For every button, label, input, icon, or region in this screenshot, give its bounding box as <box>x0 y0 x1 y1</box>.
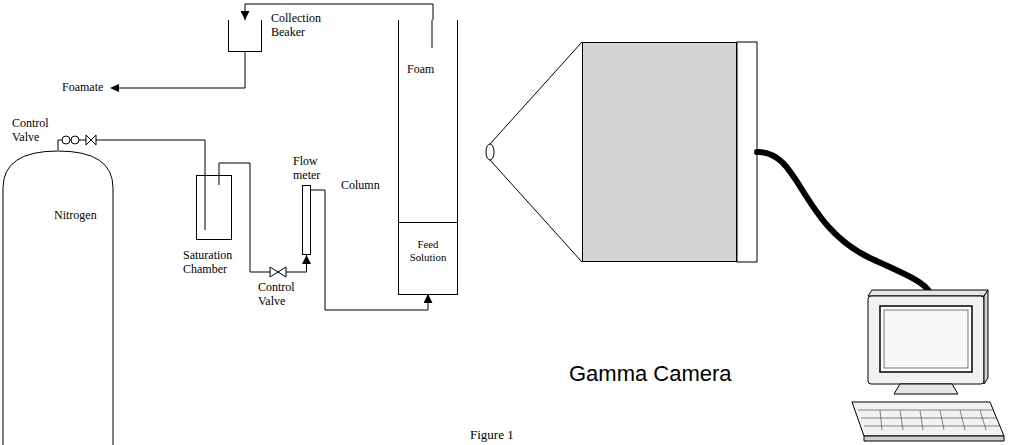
outlet-tube <box>219 175 220 185</box>
camera-cable <box>757 152 930 293</box>
valve-symbol <box>62 136 70 144</box>
computer-icon <box>852 290 1004 441</box>
foam-column: ColumnFoamFeed Solution <box>398 20 458 295</box>
valve-symbol <box>270 267 286 277</box>
valve-symbol <box>71 136 79 144</box>
flow-meter: Flow meter <box>302 185 311 255</box>
valve-label: Control Valve <box>12 116 60 145</box>
figure-caption: Figure 1 <box>470 427 514 443</box>
valve-label: Control Valve <box>258 280 306 309</box>
dip-tube <box>205 175 206 230</box>
arrow-head <box>110 84 119 92</box>
foam-section: Foam <box>399 20 457 222</box>
outlet-label: Foamate <box>62 80 103 94</box>
gamma-camera: Gamma Camera <box>582 42 737 262</box>
node-label: Collection Beaker <box>271 11 333 40</box>
pipe-connector <box>311 190 428 310</box>
valve-symbol <box>86 135 96 145</box>
collimator-aperture <box>486 144 494 160</box>
node-label: Feed Solution <box>399 238 457 264</box>
gas-cylinder: Nitrogen <box>2 150 114 445</box>
cylinder-outline <box>2 150 114 445</box>
camera-cone <box>490 160 582 262</box>
column-outlet-tube <box>432 20 433 48</box>
pipe-connector <box>58 140 205 175</box>
collection-beaker: Collection Beaker <box>228 20 262 52</box>
node-label: Gamma Camera <box>569 361 732 387</box>
node-label: Flow meter <box>293 154 329 183</box>
camera-cone <box>490 42 582 144</box>
node-label: Nitrogen <box>54 208 97 222</box>
saturation-chamber: Saturation Chamber <box>196 175 232 240</box>
node-label: Foam <box>407 62 434 76</box>
node-label: Saturation Chamber <box>183 248 243 277</box>
feed-solution-section: Feed Solution <box>399 222 457 294</box>
foamate-outlet <box>118 52 245 88</box>
node-label: Column <box>341 178 380 192</box>
